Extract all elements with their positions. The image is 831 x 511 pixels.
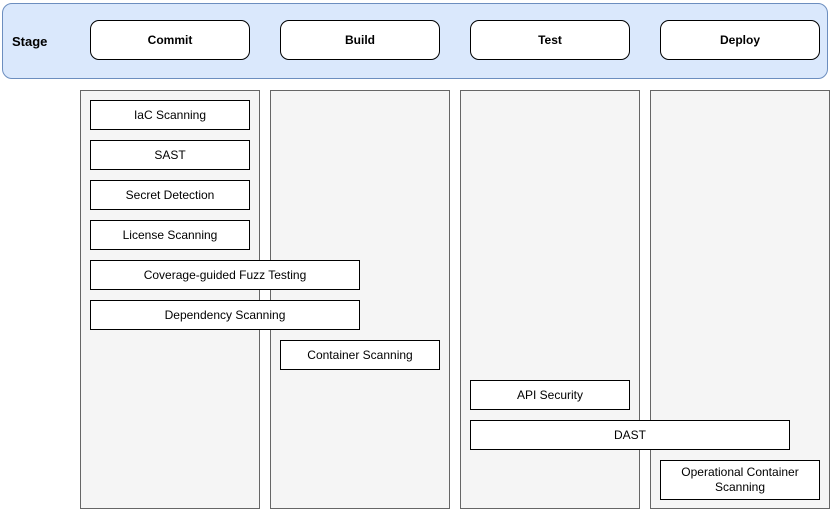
tool-box-container-scanning[interactable]: Container Scanning [280,340,440,370]
tool-box-iac-scanning[interactable]: IaC Scanning [90,100,250,130]
tool-box-dependency-scanning[interactable]: Dependency Scanning [90,300,360,330]
tool-box-dast[interactable]: DAST [470,420,790,450]
stage-pill-deploy[interactable]: Deploy [660,20,820,60]
tool-box-operational-container-scanning[interactable]: Operational Container Scanning [660,460,820,500]
stage-label: Stage [12,33,48,49]
stage-pill-commit[interactable]: Commit [90,20,250,60]
stage-pill-test[interactable]: Test [470,20,630,60]
tool-box-coverage-guided-fuzz-testing[interactable]: Coverage-guided Fuzz Testing [90,260,360,290]
lane-build [270,90,450,509]
tool-box-api-security[interactable]: API Security [470,380,630,410]
tool-box-license-scanning[interactable]: License Scanning [90,220,250,250]
tool-box-secret-detection[interactable]: Secret Detection [90,180,250,210]
stage-pill-build[interactable]: Build [280,20,440,60]
tool-box-sast[interactable]: SAST [90,140,250,170]
